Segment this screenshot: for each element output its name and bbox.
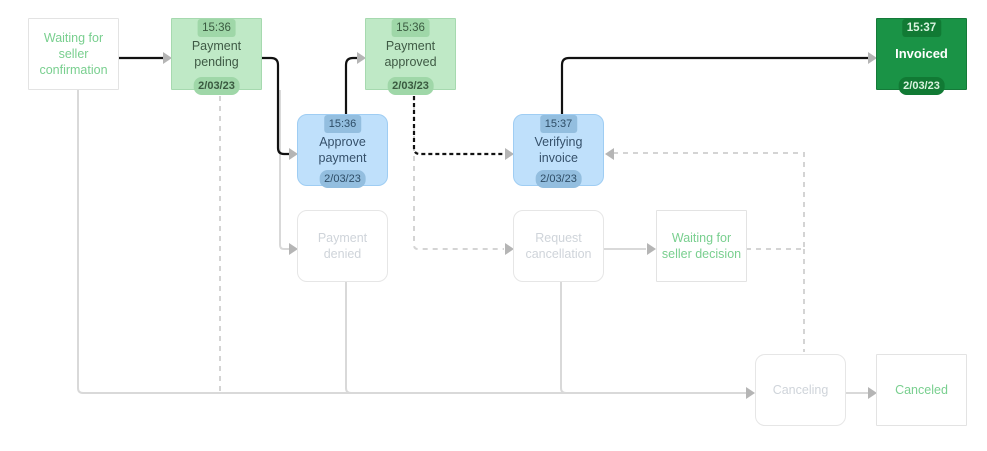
arrow-to-waiting-decision bbox=[647, 243, 656, 255]
node-invoiced[interactable]: 15:37 Invoiced 2/03/23 bbox=[876, 18, 967, 95]
node-time-badge: 15:37 bbox=[539, 115, 578, 133]
node-date-badge: 2/03/23 bbox=[387, 77, 434, 95]
node-label: Payment denied bbox=[317, 231, 368, 261]
node-date-badge: 2/03/23 bbox=[898, 77, 945, 95]
node-date-badge: 2/03/23 bbox=[319, 170, 366, 188]
arrow-to-payment-pending bbox=[163, 52, 172, 64]
arrow-to-payment-approved bbox=[357, 52, 366, 64]
node-payment-pending[interactable]: 15:36 Payment pending 2/03/23 bbox=[171, 18, 262, 95]
future-connectors bbox=[77, 90, 868, 394]
node-time-badge: 15:37 bbox=[901, 19, 942, 37]
node-date-badge: 2/03/23 bbox=[535, 170, 582, 188]
node-label: Invoiced bbox=[895, 46, 948, 61]
completed-dotted-path bbox=[412, 96, 505, 156]
node-label: Canceled bbox=[895, 383, 948, 397]
future-dashed-connectors bbox=[219, 96, 805, 393]
node-time-badge: 15:36 bbox=[391, 19, 430, 37]
node-time-badge: 15:36 bbox=[197, 19, 236, 37]
node-canceled[interactable]: Canceled bbox=[876, 354, 967, 426]
node-verifying-invoice[interactable]: 15:37 Verifying invoice 2/03/23 bbox=[513, 114, 604, 188]
node-time-badge: 15:36 bbox=[323, 115, 362, 133]
node-payment-denied[interactable]: Payment denied bbox=[297, 210, 388, 282]
arrow-from-seller-decision bbox=[605, 148, 614, 160]
node-payment-approved[interactable]: 15:36 Payment approved 2/03/23 bbox=[365, 18, 456, 95]
node-label: Payment approved bbox=[384, 39, 437, 69]
arrowheads bbox=[163, 52, 877, 399]
node-request-cancellation[interactable]: Request cancellation bbox=[513, 210, 604, 282]
node-waiting-seller-decision[interactable]: Waiting for seller decision bbox=[656, 210, 747, 282]
node-date-badge: 2/03/23 bbox=[193, 77, 240, 95]
completed-path bbox=[119, 56, 868, 156]
arrow-to-invoiced bbox=[868, 52, 877, 64]
node-label: Verifying invoice bbox=[534, 135, 583, 165]
node-label: Payment pending bbox=[191, 39, 242, 69]
node-label: Approve payment bbox=[318, 135, 367, 165]
node-label: Waiting for seller decision bbox=[661, 231, 742, 261]
node-label: Waiting for seller confirmation bbox=[39, 31, 108, 77]
arrow-to-request-cancellation bbox=[505, 243, 514, 255]
node-label: Request cancellation bbox=[525, 231, 592, 261]
node-waiting-seller-confirmation[interactable]: Waiting for seller confirmation bbox=[28, 18, 119, 90]
arrow-to-canceling bbox=[746, 387, 755, 399]
arrow-to-canceled bbox=[868, 387, 877, 399]
arrow-to-verifying-invoice bbox=[505, 148, 514, 160]
arrow-to-approve-payment bbox=[289, 148, 298, 160]
arrow-to-payment-denied bbox=[289, 243, 298, 255]
node-canceling[interactable]: Canceling bbox=[755, 354, 846, 426]
node-label: Canceling bbox=[772, 383, 829, 397]
node-approve-payment[interactable]: 15:36 Approve payment 2/03/23 bbox=[297, 114, 388, 188]
